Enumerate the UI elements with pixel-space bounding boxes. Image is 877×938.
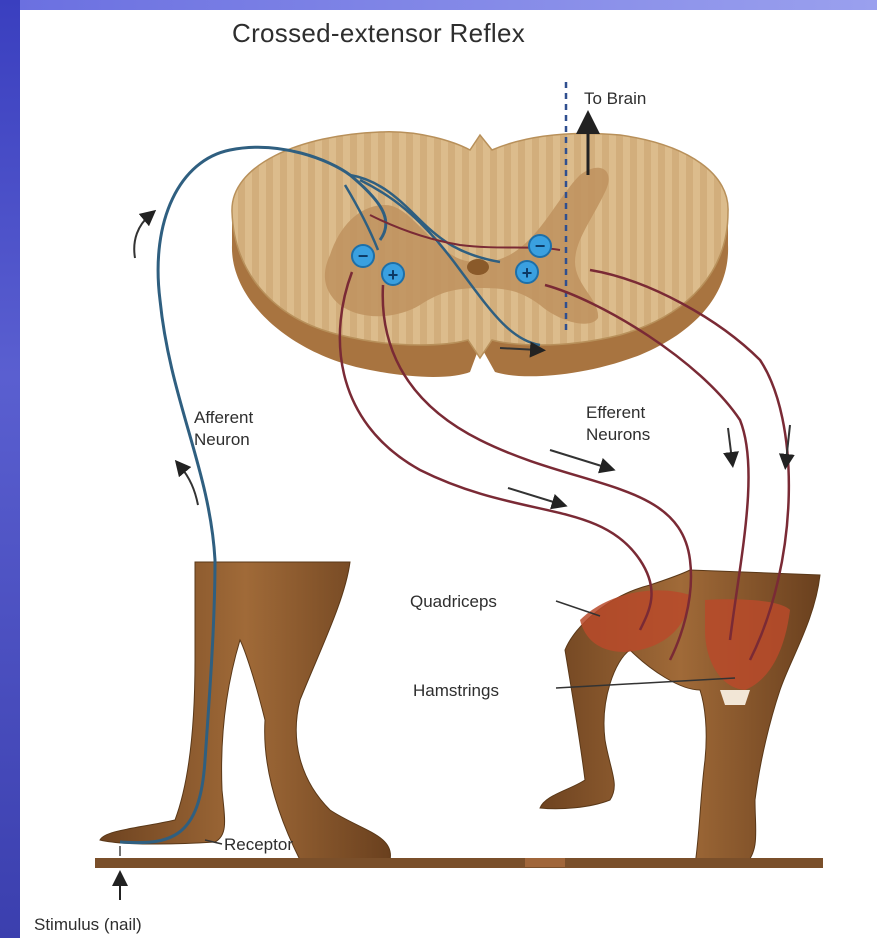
efferent-label-line-2: Neurons xyxy=(586,424,706,446)
flow-arrow-up-2 xyxy=(180,466,198,505)
left-leg xyxy=(100,562,390,860)
inhibitory-synapse-left: − xyxy=(352,245,374,267)
svg-text:−: − xyxy=(358,246,369,266)
to-brain-label: To Brain xyxy=(584,88,646,110)
quadriceps-label: Quadriceps xyxy=(410,591,497,613)
efferent-neurons-label: Efferent Neurons xyxy=(586,402,706,446)
central-canal xyxy=(467,259,489,275)
excitatory-synapse-right: + xyxy=(516,261,538,283)
inhibitory-synapse-right: − xyxy=(529,235,551,257)
svg-text:+: + xyxy=(388,265,399,285)
excitatory-synapse-left: + xyxy=(382,263,404,285)
right-leg xyxy=(540,570,820,865)
ground-strip xyxy=(95,858,823,868)
quadriceps-leader xyxy=(556,601,600,616)
hamstrings-label: Hamstrings xyxy=(413,680,499,702)
afferent-label-line-1: Afferent xyxy=(194,407,304,429)
svg-text:+: + xyxy=(522,263,533,283)
flow-arrow-up-1 xyxy=(134,215,150,258)
afferent-neuron-label: Afferent Neuron xyxy=(194,407,304,451)
ground-marker xyxy=(525,858,565,867)
afferent-label-line-2: Neuron xyxy=(194,429,304,451)
diagram-title: Crossed-extensor Reflex xyxy=(232,18,525,49)
receptor-label: Receptor xyxy=(224,834,293,856)
flow-arrow-efferent-1 xyxy=(550,450,608,468)
flow-arrow-efferent-2 xyxy=(508,488,560,504)
svg-text:−: − xyxy=(535,236,546,256)
flow-arrow-down-1 xyxy=(728,428,732,460)
efferent-label-line-1: Efferent xyxy=(586,402,706,424)
hamstring-tendon xyxy=(720,690,750,705)
stimulus-label: Stimulus (nail) xyxy=(34,914,142,936)
